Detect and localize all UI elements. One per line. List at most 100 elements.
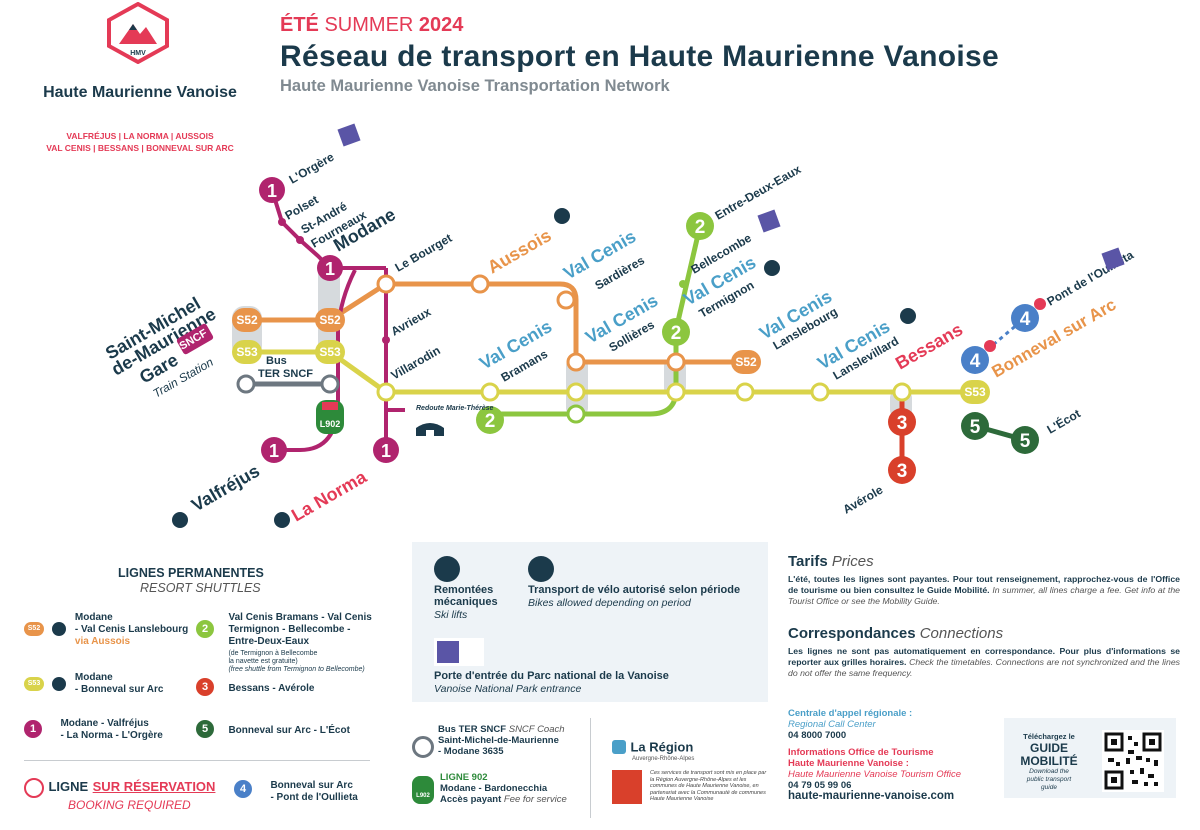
- svg-text:Pont de l'Oullieta: Pont de l'Oullieta: [1045, 248, 1137, 309]
- region-logo: La Région Auvergne-Rhône-Alpes: [612, 738, 694, 762]
- l902-badge: L902: [412, 776, 434, 804]
- icons-panel: [412, 542, 768, 702]
- legend-booking: LIGNE SUR RÉSERVATION BOOKING REQUIRED: [24, 778, 215, 812]
- corresp-title: Correspondances Connections: [788, 625, 1004, 642]
- legend-1: 1 Modane - Valfréjus- La Norma - L'Orgèr…: [24, 718, 163, 743]
- svg-text:2: 2: [671, 323, 682, 344]
- badge-l902: L902: [316, 400, 344, 434]
- page-subtitle: Haute Maurienne Vanoise Transportation N…: [280, 77, 670, 95]
- legend-s53: S53 Modane- Bonneval sur Arc: [24, 672, 163, 697]
- svg-text:S53: S53: [319, 345, 341, 359]
- badge-s53-smm: S53: [232, 340, 262, 364]
- l902-info: LIGNE 902 Modane - Bardonecchia Accès pa…: [440, 772, 567, 805]
- legend-title: LIGNES PERMANENTES: [118, 566, 264, 580]
- svg-text:2: 2: [485, 411, 496, 432]
- svg-text:1: 1: [267, 181, 277, 201]
- guide-text: Téléchargez le GUIDE MOBILITÉ Download t…: [1020, 732, 1078, 791]
- park-entrance-icon: [337, 123, 1125, 271]
- svg-text:L'Orgère: L'Orgère: [287, 150, 337, 187]
- badge-2-termignon: 2: [662, 318, 690, 346]
- svg-text:1: 1: [381, 441, 391, 461]
- corresp-text: Les lignes ne sont pas automatiquement e…: [788, 646, 1180, 678]
- svg-text:S52: S52: [236, 313, 258, 327]
- badge-1-valfrejus: 1: [261, 437, 287, 463]
- svg-text:5: 5: [970, 417, 981, 438]
- bike-icon: [52, 677, 67, 691]
- svg-text:S53: S53: [236, 345, 258, 359]
- badge-1-orgere: 1: [259, 177, 285, 203]
- legend-5: 5 Bonneval sur Arc - L'Écot: [196, 720, 350, 738]
- badge-3-a: 3: [888, 408, 916, 436]
- contact-info: Centrale d'appel régionale : Regional Ca…: [788, 708, 962, 802]
- svg-text:L902: L902: [320, 419, 341, 429]
- svg-text:La Norma: La Norma: [288, 466, 371, 525]
- badge-5-b: 5: [1011, 426, 1039, 454]
- svg-text:2: 2: [695, 217, 706, 238]
- svg-text:5: 5: [1020, 431, 1031, 452]
- legend-3: 3 Bessans - Avérole: [196, 678, 314, 696]
- bike-icon: [52, 622, 67, 636]
- badge-4-bonneval: 4: [961, 346, 989, 374]
- badge-s53-modane: S53: [315, 340, 345, 364]
- page-title: Réseau de transport en Haute Maurienne V…: [280, 40, 1000, 73]
- ski-lift-icon: [172, 208, 916, 528]
- svg-text:4: 4: [1020, 309, 1031, 330]
- svg-text:3: 3: [897, 413, 908, 434]
- badge-s53-bonneval: S53: [960, 380, 990, 404]
- badge-s52-modane: S52: [315, 308, 345, 332]
- community-logo: [612, 770, 642, 804]
- brand-logo: HMV: [105, 1, 171, 65]
- badge-s52-lansle: S52: [731, 350, 761, 374]
- season-label: ÉTÉ SUMMER 2024: [280, 14, 464, 36]
- svg-text:L'Écot: L'Écot: [1044, 406, 1083, 437]
- bike-icon: [528, 556, 554, 582]
- legend-4: 4 Bonneval sur Arc- Pont de l'Oullieta: [234, 780, 358, 805]
- ski-lift-icon: [434, 556, 460, 582]
- mountain-icon: [119, 24, 157, 44]
- legend-subtitle: RESORT SHUTTLES: [140, 581, 261, 595]
- svg-text:Entre-Deux-Eaux: Entre-Deux-Eaux: [713, 162, 804, 223]
- badge-2-bramans: 2: [476, 406, 504, 434]
- booking-icon: [24, 778, 44, 798]
- svg-text:TER SNCF: TER SNCF: [258, 368, 313, 380]
- tarifs-title: Tarifs Prices: [788, 553, 874, 570]
- svg-text:1: 1: [269, 441, 279, 461]
- svg-text:S52: S52: [735, 355, 757, 369]
- ter-bus-icon: [412, 736, 434, 758]
- fort-icon: [416, 423, 444, 436]
- svg-text:Avérole: Avérole: [841, 483, 886, 517]
- svg-text:Le Bourget: Le Bourget: [393, 231, 455, 275]
- svg-text:Valfréjus: Valfréjus: [188, 461, 263, 516]
- coach-info: Bus TER SNCF SNCF Coach Saint-Michel-de-…: [438, 724, 565, 757]
- stops: [236, 274, 912, 424]
- svg-text:Avrieux: Avrieux: [389, 305, 434, 339]
- svg-text:4: 4: [970, 351, 981, 372]
- booking-icon: [984, 298, 1046, 352]
- svg-text:3: 3: [897, 461, 908, 482]
- badge-s52-smm: S52: [232, 308, 262, 332]
- brand-badge: HMV: [130, 50, 146, 57]
- svg-text:Redoute Marie-Thérèse: Redoute Marie-Thérèse: [416, 405, 494, 412]
- svg-text:S52: S52: [319, 313, 341, 327]
- park-entrance-icon: [434, 638, 484, 666]
- website-link[interactable]: haute-maurienne-vanoise.com: [788, 790, 955, 802]
- svg-text:Villarodin: Villarodin: [389, 343, 443, 382]
- network-map: 1 1 1 1 2 2 2 3 3 4 4 5 5 S52 S52 S52 S5…: [102, 123, 1137, 528]
- line-badges: 1 1 1 1 2 2 2 3 3 4 4 5 5: [259, 177, 1039, 484]
- badge-1-modane: 1: [317, 255, 343, 281]
- brand-name: Haute Maurienne Vanoise: [43, 84, 237, 101]
- svg-text:Aussois: Aussois: [484, 225, 555, 277]
- badge-5-a: 5: [961, 412, 989, 440]
- svg-text:Bessans: Bessans: [892, 319, 966, 373]
- resort-list: VALFRÉJUS | LA NORMA | AUSSOIS VAL CENIS…: [46, 131, 234, 153]
- qr-code[interactable]: [1102, 730, 1164, 792]
- badge-1-lanorma: 1: [373, 437, 399, 463]
- badge-3-b: 3: [888, 456, 916, 484]
- badge-2-entre: 2: [686, 212, 714, 240]
- svg-text:S53: S53: [964, 385, 986, 399]
- badge-4-oullieta: 4: [1011, 304, 1039, 332]
- svg-text:Bus: Bus: [266, 355, 287, 367]
- svg-text:Bonneval sur Arc: Bonneval sur Arc: [989, 295, 1120, 382]
